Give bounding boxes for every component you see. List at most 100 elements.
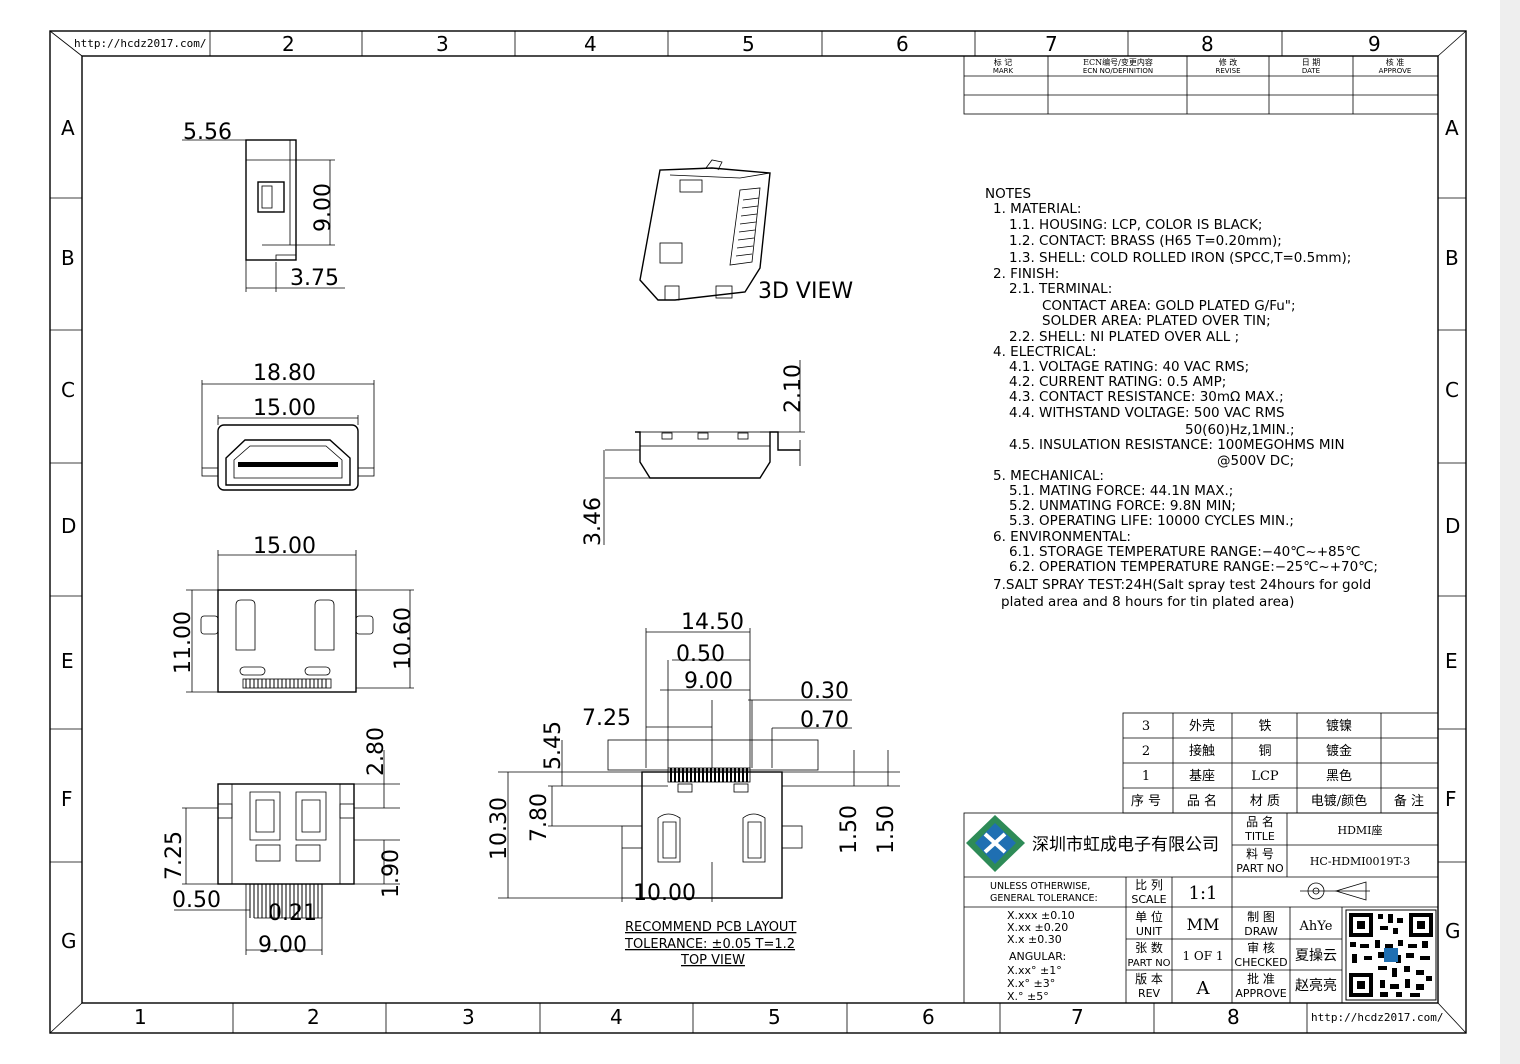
note-line: 7.SALT SPRAY TEST:24H(Salt spray test 24… xyxy=(993,577,1371,593)
check-label-en: CHECKED xyxy=(1234,956,1287,969)
note-line: 2. FINISH: xyxy=(993,266,1059,282)
note-line: 1.1. HOUSING: LCP, COLOR IS BLACK; xyxy=(1009,217,1262,233)
row-left: F xyxy=(61,787,73,811)
dim-label: 9.00 xyxy=(311,183,336,232)
note-line: 1.2. CONTACT: BRASS (H65 T=0.20mm); xyxy=(1009,233,1282,249)
col-top: 7 xyxy=(1045,32,1058,56)
tolerance-title: UNLESS OTHERWISE, xyxy=(990,881,1090,892)
unit-value: MM xyxy=(1187,915,1220,934)
partno-label-cn: 料 号 xyxy=(1246,847,1274,861)
top-view xyxy=(186,550,414,693)
note-line: 4. ELECTRICAL: xyxy=(993,344,1097,360)
dim-label: 1.50 xyxy=(874,805,899,854)
bom-cell: 外壳 xyxy=(1189,719,1215,734)
view-3d-label: 3D VIEW xyxy=(758,279,853,304)
unit-label-en: UNIT xyxy=(1136,925,1163,938)
col-bottom: 1 xyxy=(134,1005,147,1029)
angular-row: X.x° ±3° xyxy=(1007,977,1055,990)
dim-label: 14.50 xyxy=(681,610,744,635)
note-line: NOTES xyxy=(985,186,1031,202)
row-left: E xyxy=(61,649,74,673)
dim-label: 2.10 xyxy=(781,364,806,413)
scale-label-cn: 比 列 xyxy=(1135,878,1163,892)
row-right: A xyxy=(1445,116,1459,140)
note-line: 4.5. INSULATION RESISTANCE: 100MEGOHMS M… xyxy=(1009,437,1345,453)
col-bottom: 7 xyxy=(1071,1005,1084,1029)
note-line: plated area and 8 hours for tin plated a… xyxy=(1001,594,1294,610)
rev-head-en: MARK xyxy=(993,67,1014,75)
note-line: 1.3. SHELL: COLD ROLLED IRON (SPCC,T=0.5… xyxy=(1009,250,1351,266)
outer-frame xyxy=(49,30,1467,1034)
note-line: CONTACT AREA: GOLD PLATED G/Fu"; xyxy=(1042,298,1296,314)
note-line: 5.2. UNMATING FORCE: 9.8N MIN; xyxy=(1009,498,1236,514)
pcb-view: TOP VIEW xyxy=(680,953,745,968)
note-line: SOLDER AREA: PLATED OVER TIN; xyxy=(1042,313,1271,329)
row-right: F xyxy=(1445,787,1457,811)
angular-row: X.xx° ±1° xyxy=(1007,964,1062,977)
col-bottom: 8 xyxy=(1227,1005,1240,1029)
draw-value: AhYe xyxy=(1299,919,1333,934)
col-top: 4 xyxy=(584,32,597,56)
dim-label: 15.00 xyxy=(253,396,316,421)
bom-header: 材 质 xyxy=(1250,794,1280,809)
partno-value: HC-HDMI0019T-3 xyxy=(1310,855,1410,868)
note-line: 4.3. CONTACT RESISTANCE: 30mΩ MAX.; xyxy=(1009,389,1284,405)
row-right: G xyxy=(1445,919,1461,943)
dim-label: 3.46 xyxy=(581,497,606,546)
appr-label-en: APPROVE xyxy=(1235,987,1286,1000)
col-bottom: 5 xyxy=(768,1005,781,1029)
dim-label: 3.75 xyxy=(290,266,339,291)
qr-code-icon xyxy=(1345,909,1437,1001)
dim-label: 0.21 xyxy=(268,901,317,926)
bom-header: 序 号 xyxy=(1131,794,1161,809)
dim-label: 11.00 xyxy=(171,611,196,674)
partno-label-en: PART NO xyxy=(1236,862,1284,875)
rev-label-en: REV xyxy=(1138,987,1161,1000)
row-left: B xyxy=(61,246,75,270)
bom-header: 电镀/颜色 xyxy=(1311,793,1367,809)
title-value: HDMI座 xyxy=(1337,823,1382,837)
projection-symbol-icon xyxy=(1300,881,1370,901)
bom-cell: 铁 xyxy=(1258,719,1271,734)
tolerance-row: X.xxx ±0.10 xyxy=(1007,909,1075,922)
row-right: D xyxy=(1445,514,1460,538)
note-line: 2.2. SHELL: NI PLATED OVER ALL ; xyxy=(1009,329,1239,345)
col-top: 6 xyxy=(896,32,909,56)
note-line: 6.2. OPERATION TEMPERATURE RANGE:−25℃~+7… xyxy=(1009,559,1378,575)
col-bottom: 2 xyxy=(307,1005,320,1029)
url-top: http://hcdz2017.com/ xyxy=(74,37,206,50)
bom-header: 备 注 xyxy=(1394,793,1424,809)
rev-head-cn: 日 期 xyxy=(1302,58,1321,67)
bom-cell: 3 xyxy=(1142,719,1150,734)
note-line: 5. MECHANICAL: xyxy=(993,468,1104,484)
bottom-view xyxy=(174,750,400,955)
rev-head-en: ECN NO/DEFINITION xyxy=(1083,67,1153,75)
rev-head-en: APPROVE xyxy=(1379,67,1412,75)
title-label-en: TITLE xyxy=(1244,830,1275,843)
angular-title: ANGULAR: xyxy=(1009,950,1066,963)
company-logo xyxy=(966,815,1025,872)
col-top: 5 xyxy=(742,32,755,56)
dim-label: 10.30 xyxy=(487,797,512,860)
bom-cell: 镀镍 xyxy=(1326,718,1352,734)
sheet-value: 1 OF 1 xyxy=(1182,949,1223,963)
rev-head-en: REVISE xyxy=(1215,67,1240,75)
tolerance-title: GENERAL TOLERANCE: xyxy=(990,893,1098,904)
dim-label: 18.80 xyxy=(253,361,316,386)
col-top: 2 xyxy=(282,32,295,56)
row-left: G xyxy=(61,929,77,953)
dim-label: 10.60 xyxy=(391,607,416,670)
bom-cell: 2 xyxy=(1142,744,1150,759)
revision-table: 标 记 MARK ECN编号/变更内容 ECN NO/DEFINITION 修 … xyxy=(963,55,1439,115)
bom-cell: 接触 xyxy=(1189,743,1215,759)
row-left: C xyxy=(61,378,75,402)
note-line: 5.3. OPERATING LIFE: 10000 CYCLES MIN.; xyxy=(1009,513,1294,529)
note-line: 5.1. MATING FORCE: 44.1N MAX.; xyxy=(1009,483,1233,499)
dim-label: 5.45 xyxy=(541,721,566,770)
col-bottom: 4 xyxy=(610,1005,623,1029)
rev-head-cn: 核 准 xyxy=(1386,57,1405,67)
check-value: 夏操云 xyxy=(1295,948,1337,964)
col-top: 3 xyxy=(436,32,449,56)
rev-head-cn: 修 改 xyxy=(1219,57,1238,67)
